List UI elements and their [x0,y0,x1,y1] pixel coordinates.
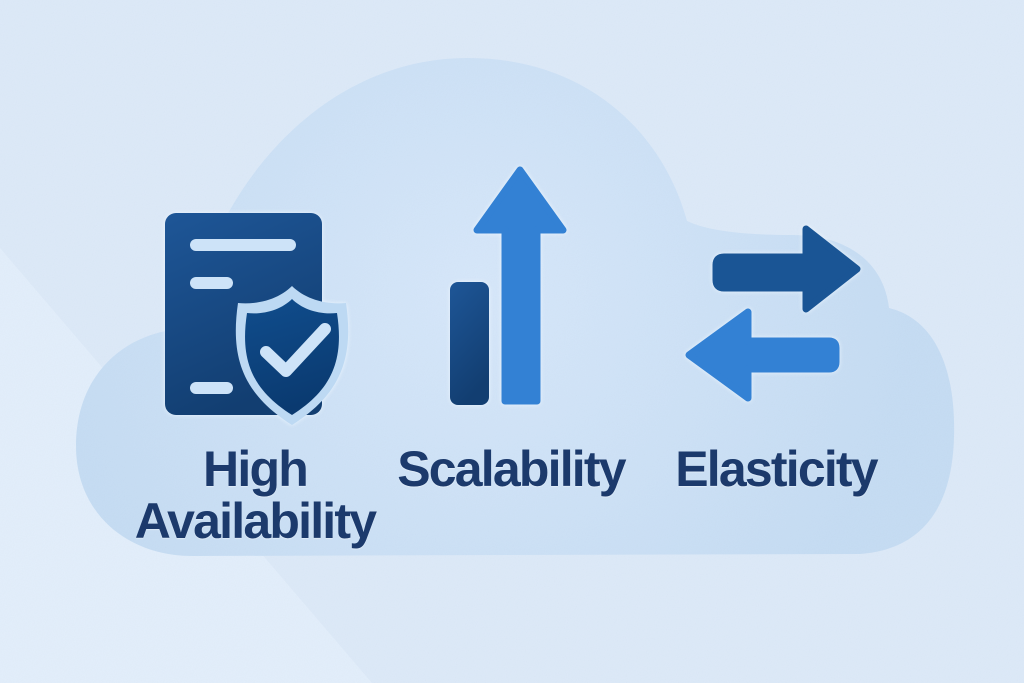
growth-bar [450,282,489,405]
scalability-icon [446,163,570,411]
label-scalability: Scalability [397,441,626,497]
high-availability-icon [160,208,356,430]
checkmark-icon [260,323,331,377]
left-arrow-icon [685,308,840,402]
document-text-lines [190,239,296,394]
label-high-availability: High Availability [134,441,377,549]
elasticity-icon [681,220,865,408]
label-elasticity: Elasticity [675,441,878,497]
right-arrow-icon [712,225,861,313]
up-arrow-icon [473,166,567,405]
